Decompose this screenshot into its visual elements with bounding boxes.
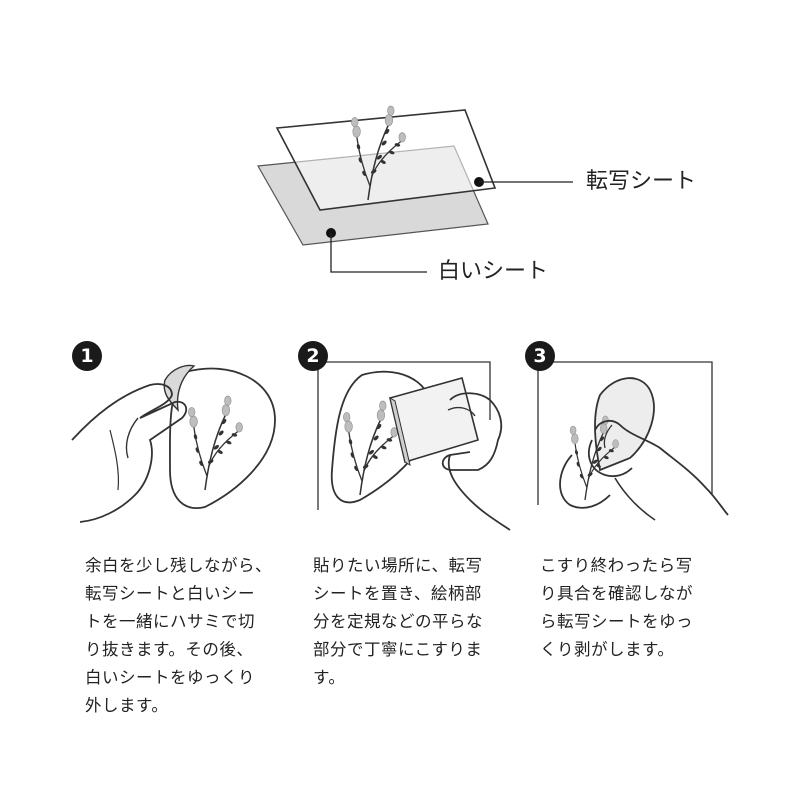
step-2-text: 貼りたい場所に、転写 シートを置き、絵柄部 分を定規などの平らな 部分で丁寧にこ…	[313, 556, 483, 687]
step-1-badge: 1	[72, 341, 102, 371]
step-3-badge: 3	[525, 341, 555, 371]
step-3-text: こすり終わったら写 り具合を確認しなが ら転写シートをゆっ くり剥がします。	[540, 556, 693, 659]
white-sheet-leader	[330, 233, 427, 273]
step-2-illustration	[317, 361, 511, 531]
step-2-badge: 2	[298, 341, 328, 371]
sheet-diagram	[257, 105, 573, 273]
white-sheet-label: 白いシート	[438, 259, 549, 284]
step-3-illustration	[537, 361, 729, 521]
step-1-illustration	[71, 364, 276, 523]
transfer-sheet-label: 転写シート	[586, 169, 697, 194]
transfer-sheet-shape	[275, 109, 497, 211]
step-1-text: 余白を少し残しながら、 転写シートと白いシー トを一緒にハサミで切 り抜きます。…	[85, 556, 272, 715]
